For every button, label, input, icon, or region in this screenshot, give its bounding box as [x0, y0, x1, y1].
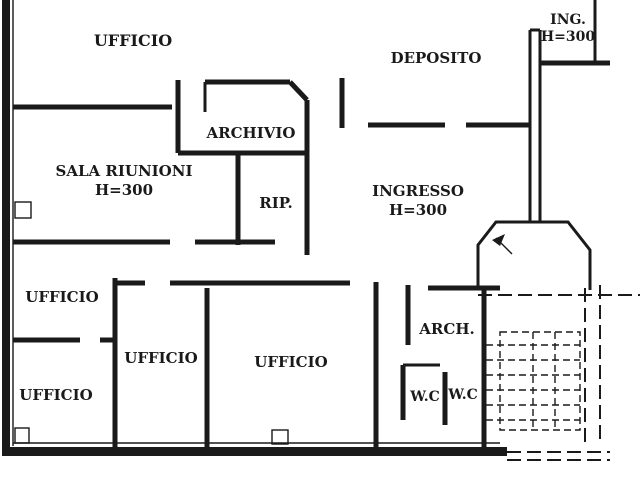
room-label-rip: RIP. [259, 194, 293, 212]
room-label-ufficio-left-bottom: UFFICIO [19, 386, 92, 404]
room-label-ing: ING. [550, 12, 586, 28]
room-label-archivio: ARCHIVIO [206, 124, 296, 142]
room-label-ingresso-height: H=300 [389, 201, 447, 219]
room-label-ufficio-left-mid: UFFICIO [25, 288, 98, 306]
outer-walls [2, 0, 610, 461]
bottom-outer-wall [2, 447, 507, 456]
room-label-ing-height: H=300 [541, 29, 595, 45]
room-label-ufficio-top: UFFICIO [94, 31, 172, 50]
room-label-sala-height: H=300 [95, 181, 153, 199]
room-label-wc-1: W.C [409, 389, 440, 405]
wall-stair-core [476, 220, 592, 290]
interior-walls [13, 0, 610, 447]
room-label-arch: ARCH. [418, 320, 474, 338]
column-ufficio [14, 427, 30, 444]
column-sala [14, 201, 32, 219]
room-label-ufficio-center: UFFICIO [254, 353, 327, 371]
column-ufficio-center [271, 429, 289, 445]
left-outer-wall [2, 0, 10, 456]
stair-landing [499, 331, 581, 431]
wall-archivio-diag [288, 80, 309, 102]
room-label-deposito: DEPOSITO [391, 49, 482, 67]
room-labels: UFFICIO DEPOSITO ING. H=300 ARCHIVIO SAL… [19, 12, 595, 405]
stairs [478, 285, 640, 445]
room-label-wc-2: W.C [447, 387, 478, 403]
stair-arrow-line [495, 237, 513, 255]
room-label-ufficio-center-left: UFFICIO [124, 349, 197, 367]
room-label-ingresso: INGRESSO [372, 182, 464, 200]
room-label-sala-riunioni: SALA RIUNIONI [56, 162, 193, 180]
fixtures [14, 201, 513, 445]
